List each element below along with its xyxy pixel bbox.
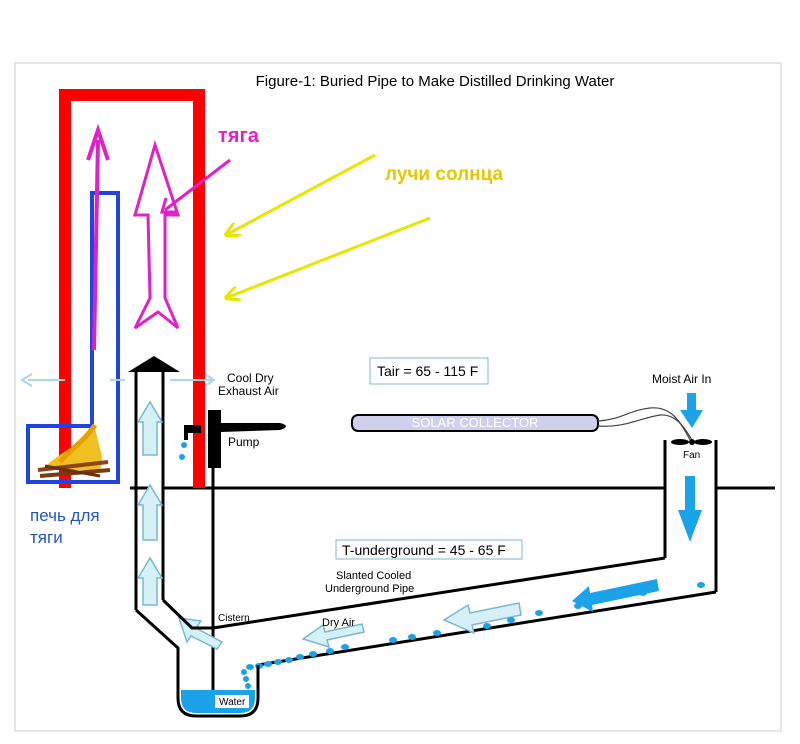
pump-icon bbox=[179, 410, 286, 695]
chimney bbox=[59, 89, 205, 488]
fan-icon bbox=[671, 439, 712, 445]
fire-icon bbox=[37, 423, 111, 478]
figure-title: Figure-1: Buried Pipe to Make Distilled … bbox=[256, 73, 615, 90]
water-label: Water bbox=[219, 697, 246, 708]
intake-shaft bbox=[663, 440, 718, 592]
stove-side-arrows bbox=[20, 373, 65, 387]
moist-air-arrow bbox=[680, 393, 703, 428]
tunderground-label: T-underground = 45 - 65 F bbox=[342, 542, 506, 558]
fan-label: Fan bbox=[683, 450, 700, 461]
pipe-label-line1: Slanted Cooled bbox=[336, 570, 411, 582]
draft-arrow-outline bbox=[133, 139, 181, 330]
draft-label: тяга bbox=[218, 125, 260, 147]
dry-air-label: Dry Air bbox=[322, 617, 355, 629]
pipe-airflow-arrows bbox=[177, 579, 659, 650]
cistern bbox=[134, 598, 260, 718]
tair-label: Tair = 65 - 115 F bbox=[377, 363, 478, 379]
exhaust-cap bbox=[128, 356, 180, 610]
stove-label-line1: печь для bbox=[30, 506, 100, 525]
intake-down-arrow bbox=[678, 476, 702, 542]
exhaust-label-line2: Exhaust Air bbox=[218, 384, 279, 398]
pipe-label-line2: Underground Pipe bbox=[325, 583, 414, 595]
airflow-up-arrows bbox=[136, 400, 164, 606]
water-droplets bbox=[241, 582, 705, 689]
cistern-label: Cistern bbox=[218, 613, 250, 624]
sun-rays bbox=[226, 153, 431, 298]
moist-air-label: Moist Air In bbox=[652, 372, 711, 386]
figure-frame bbox=[14, 62, 782, 732]
draft-arrow-left bbox=[86, 123, 110, 351]
stove-label-line2: тяги bbox=[30, 528, 63, 547]
pump-label: Pump bbox=[228, 435, 260, 449]
draft-pointer bbox=[160, 158, 231, 214]
stove bbox=[26, 191, 120, 484]
solar-collector-label: SOLAR COLLECTOR bbox=[412, 415, 539, 430]
solar-collector bbox=[351, 407, 693, 441]
exhaust-side-arrows bbox=[110, 373, 216, 387]
exhaust-label-line1: Cool Dry bbox=[227, 371, 274, 385]
tunderground-box bbox=[335, 539, 523, 560]
water-label-bg bbox=[215, 695, 249, 708]
sun-rays-label: лучи солнца bbox=[385, 164, 504, 185]
tair-box bbox=[369, 357, 489, 385]
